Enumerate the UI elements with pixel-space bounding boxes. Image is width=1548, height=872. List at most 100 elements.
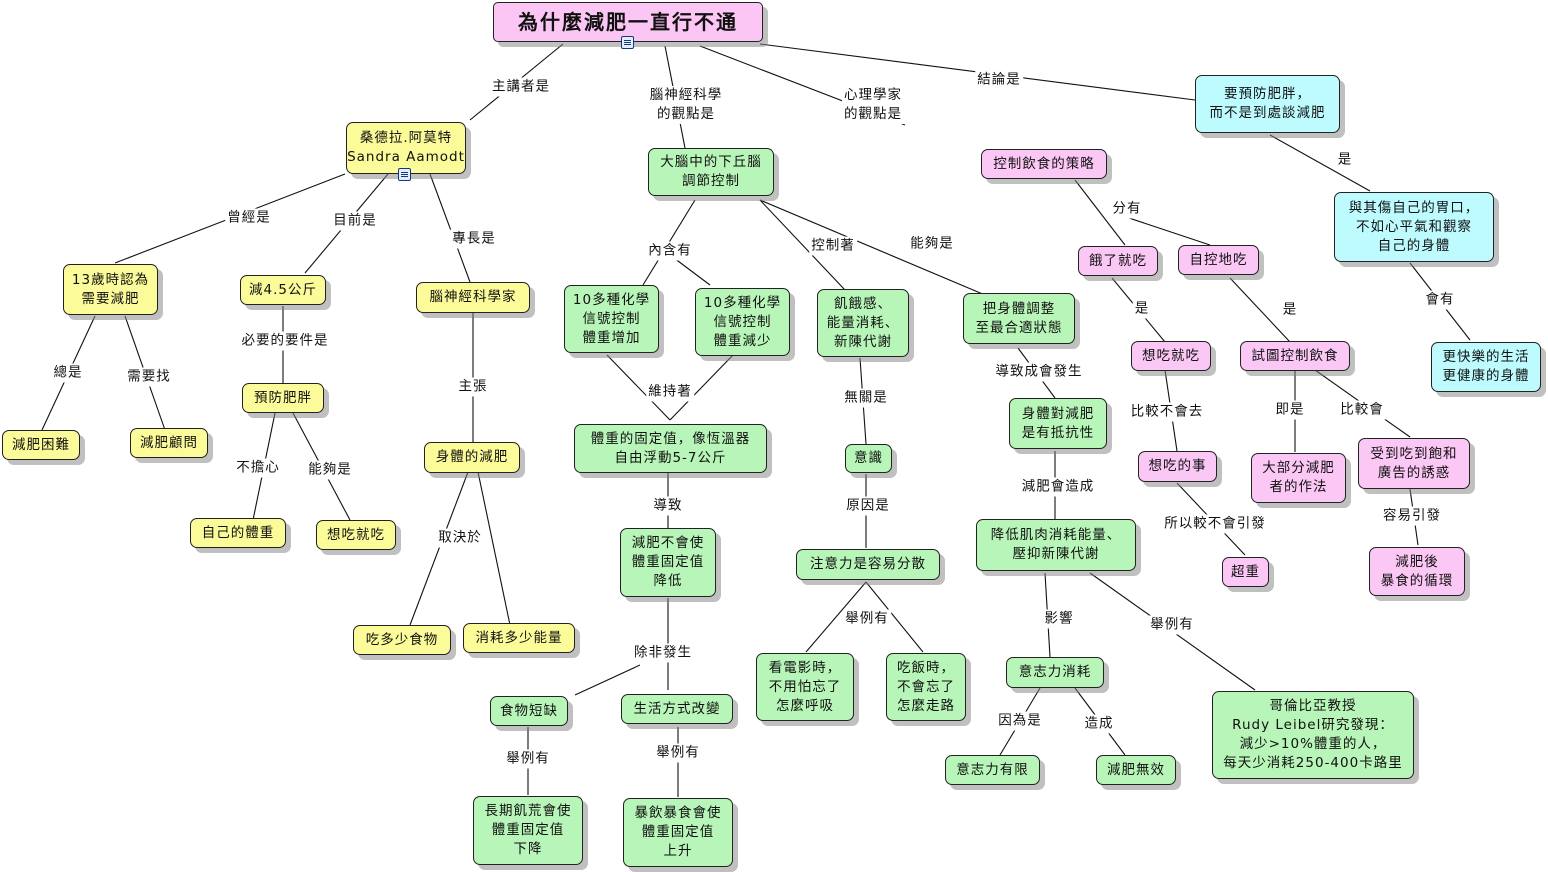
node-diet-hard-text: 減肥困難 xyxy=(12,436,70,453)
node-want-eat-pink-text: 想吃就吃 xyxy=(1142,347,1200,364)
node-prevent-obesity-conclusion[interactable]: 要預防肥胖， 而不是到處談減肥 xyxy=(1195,75,1340,133)
label-example-2: 舉例有 xyxy=(654,743,702,763)
node-hunger[interactable]: 飢餓感、 能量消耗、 新陳代謝 xyxy=(817,289,909,357)
node-willpower-drain[interactable]: 意志力消耗 xyxy=(1006,657,1104,688)
node-signals-loss[interactable]: 10多種化學 信號控制 體重減少 xyxy=(695,288,790,356)
label-contains-text: 內含有 xyxy=(648,242,692,259)
label-affects: 影響 xyxy=(1042,609,1076,629)
label-speaker-is-text: 主講者是 xyxy=(492,78,550,95)
label-example-3: 舉例有 xyxy=(843,609,891,629)
node-hypothalamus[interactable]: 大腦中的下丘腦 調節控制 xyxy=(648,148,774,196)
node-signals-gain[interactable]: 10多種化學 信號控制 體重增加 xyxy=(564,285,659,353)
node-strategy[interactable]: 控制飲食的策略 xyxy=(981,149,1107,179)
label-advocates: 主張 xyxy=(456,377,490,397)
node-try-control[interactable]: 試圖控制飲食 xyxy=(1240,341,1350,371)
label-leads-to: 導致 xyxy=(651,496,685,516)
node-willpower-limited-text: 意志力有限 xyxy=(956,761,1029,778)
node-willpower-limited[interactable]: 意志力有限 xyxy=(945,755,1040,785)
node-reduce-muscle[interactable]: 降低肌肉消耗能量、 壓抑新陳代謝 xyxy=(976,519,1136,571)
label-currently-text: 目前是 xyxy=(333,212,377,229)
document-icon[interactable] xyxy=(398,168,411,181)
node-prevent-obesity[interactable]: 預防肥胖 xyxy=(242,383,324,413)
node-movie-line-3: 怎麼呼吸 xyxy=(776,697,834,714)
node-hunger-line-2: 能量消耗、 xyxy=(826,314,900,331)
node-adjust-body-line-2: 至最合適狀態 xyxy=(975,319,1063,336)
node-set-point[interactable]: 體重的固定值，像恆溫器 自由浮動5-7公斤 xyxy=(574,424,767,473)
node-leibel-line-3: 減少>10%體重的人， xyxy=(1239,736,1387,752)
node-energy-used-text: 消耗多少能量 xyxy=(475,629,563,646)
node-observe-body[interactable]: 與其傷自己的胃口， 不如心平氣和觀察 自己的身體 xyxy=(1334,192,1494,262)
node-lost-4-5kg-text: 減4.5公斤 xyxy=(249,281,317,298)
label-divided-text: 分有 xyxy=(1112,200,1142,217)
node-hungry-eat-text: 餓了就吃 xyxy=(1089,252,1147,269)
node-signals-loss-line-1: 10多種化學 xyxy=(703,294,782,311)
node-movie[interactable]: 看電影時， 不用怕忘了 怎麼呼吸 xyxy=(756,653,854,721)
node-prevent-obesity-conclusion-line-2: 而不是到處談減肥 xyxy=(1209,105,1326,121)
node-starvation-line-3: 下降 xyxy=(513,841,543,857)
node-food-thoughts[interactable]: 想吃的事 xyxy=(1138,451,1217,482)
label-currently: 目前是 xyxy=(331,211,379,231)
node-lifestyle[interactable]: 生活方式改變 xyxy=(621,694,733,724)
node-no-lower[interactable]: 減肥不會使 體重固定值 降低 xyxy=(620,528,716,597)
node-own-weight[interactable]: 自己的體重 xyxy=(190,518,286,548)
node-speaker[interactable]: 桑德拉.阿莫特 Sandra Aamodt xyxy=(346,122,466,174)
node-self-control[interactable]: 自控地吃 xyxy=(1178,245,1259,275)
node-adjust-body-line-1: 把身體調整 xyxy=(982,300,1056,317)
node-want-eat-pink[interactable]: 想吃就吃 xyxy=(1131,341,1211,371)
label-need-find: 需要找 xyxy=(125,367,173,387)
node-most-dieters[interactable]: 大部分減肥 者的作法 xyxy=(1251,453,1346,503)
node-movie-line-1: 看電影時， xyxy=(768,659,842,676)
node-walking[interactable]: 吃飯時， 不會忘了 怎麼走路 xyxy=(886,653,966,721)
node-body-diet[interactable]: 身體的減肥 xyxy=(424,442,520,473)
node-happier[interactable]: 更快樂的生活 更健康的身體 xyxy=(1431,342,1541,392)
label-causes: 造成 xyxy=(1082,714,1116,734)
node-speaker-line-1: 桑德拉.阿莫特 xyxy=(359,130,453,146)
node-leibel[interactable]: 哥倫比亞教授 Rudy Leibel研究發現： 減少>10%體重的人， 每天少消… xyxy=(1212,691,1414,779)
node-strategy-text: 控制飲食的策略 xyxy=(993,155,1095,172)
node-energy-used[interactable]: 消耗多少能量 xyxy=(463,623,575,653)
node-reduce-muscle-line-1: 降低肌肉消耗能量、 xyxy=(990,527,1122,543)
node-starvation[interactable]: 長期飢荒會使 體重固定值 下降 xyxy=(473,796,583,865)
node-consciousness[interactable]: 意識 xyxy=(845,444,892,473)
label-psych-view-line-2: 的觀點是 xyxy=(844,106,902,122)
label-always: 總是 xyxy=(51,363,85,383)
node-neuroscientist[interactable]: 腦神經科學家 xyxy=(416,282,530,313)
node-binge-line-1: 暴飲暴食會使 xyxy=(634,805,722,821)
label-is-3: 是 xyxy=(1335,150,1355,170)
node-food-shortage[interactable]: 食物短缺 xyxy=(490,696,568,726)
node-age13[interactable]: 13歲時認為 需要減肥 xyxy=(63,264,158,315)
node-hypothalamus-line-1: 大腦中的下丘腦 xyxy=(660,154,762,170)
node-binge[interactable]: 暴飲暴食會使 體重固定值 上升 xyxy=(623,798,733,867)
node-diet-ineffective[interactable]: 減肥無效 xyxy=(1096,755,1176,785)
node-happier-line-2: 更健康的身體 xyxy=(1442,368,1530,384)
node-diet-consultant[interactable]: 減肥顧問 xyxy=(130,428,208,458)
label-contains: 內含有 xyxy=(646,241,694,261)
node-resistance[interactable]: 身體對減肥 是有抵抗性 xyxy=(1009,398,1107,449)
node-speaker-line-2: Sandra Aamodt xyxy=(347,149,465,165)
node-starvation-line-2: 體重固定值 xyxy=(491,822,565,838)
node-attention[interactable]: 注意力是容易分散 xyxy=(796,549,940,580)
node-binge-cycle[interactable]: 減肥後 暴食的循環 xyxy=(1369,547,1465,596)
node-diet-hard[interactable]: 減肥困難 xyxy=(2,430,80,460)
node-binge-cycle-line-1: 減肥後 xyxy=(1395,553,1439,570)
node-walking-line-2: 不會忘了 xyxy=(897,678,955,695)
node-tempted[interactable]: 受到吃到飽和 廣告的誘惑 xyxy=(1358,438,1470,489)
node-adjust-body[interactable]: 把身體調整 至最合適狀態 xyxy=(963,293,1075,344)
node-lost-4-5kg[interactable]: 減4.5公斤 xyxy=(240,275,326,305)
label-neuro-view: 腦神經科學 的觀點是 xyxy=(647,86,725,124)
node-eat-amount[interactable]: 吃多少食物 xyxy=(353,625,451,655)
label-psych-view-line-1: 心理學家 xyxy=(844,87,902,103)
node-neuroscientist-text: 腦神經科學家 xyxy=(429,289,517,305)
label-psych-view: 心理學家 的觀點是 xyxy=(842,86,904,124)
document-icon[interactable] xyxy=(621,36,634,49)
label-diet-causes-text: 減肥會造成 xyxy=(1021,478,1095,495)
node-overweight[interactable]: 超重 xyxy=(1222,557,1269,587)
node-want-eat-yellow[interactable]: 想吃就吃 xyxy=(316,520,396,550)
node-hungry-eat[interactable]: 餓了就吃 xyxy=(1078,246,1158,276)
node-attention-text: 注意力是容易分散 xyxy=(810,556,926,572)
central-topic-title[interactable]: 為什麼減肥一直行不通 xyxy=(493,2,763,42)
label-specialty: 專長是 xyxy=(450,229,498,249)
label-necessary: 必要的要件是 xyxy=(239,331,331,351)
label-is-1: 是 xyxy=(1132,299,1152,319)
node-eat-amount-text: 吃多少食物 xyxy=(365,631,439,648)
